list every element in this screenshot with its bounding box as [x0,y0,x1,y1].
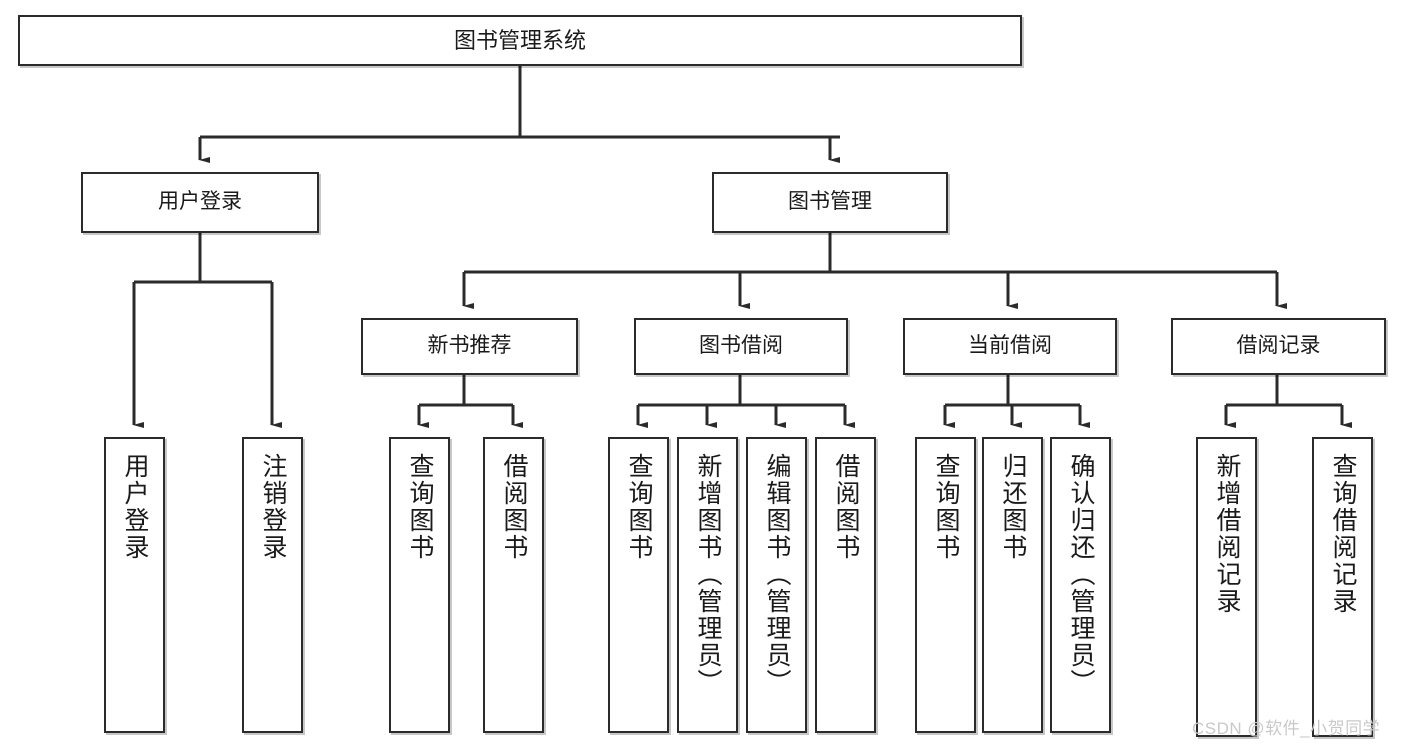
node-label: 图书借阅 [699,334,783,358]
leaf-confirm-return-admin[interactable]: 确认归还（管理员） [1050,437,1111,733]
leaf-add-book-admin[interactable]: 新增图书（管理员） [677,437,738,733]
leaf-add-borrow-record[interactable]: 新增借阅记录 [1196,437,1257,737]
node-label: 用户登录 [121,453,149,561]
leaf-user-login[interactable]: 用户登录 [104,437,165,733]
node-label: 新书推荐 [427,334,512,358]
node-label: 注销登录 [259,453,287,561]
node-current-borrow[interactable]: 当前借阅 [903,318,1117,375]
leaf-borrow-book-recommend[interactable]: 借阅图书 [483,437,544,733]
node-label: 借阅记录 [1236,334,1321,358]
leaf-query-book-current[interactable]: 查询图书 [915,437,976,733]
leaf-edit-book-admin[interactable]: 编辑图书（管理员） [746,437,807,733]
node-label: 借阅图书 [832,453,860,561]
leaf-return-book[interactable]: 归还图书 [982,437,1043,733]
node-label: 新增借阅记录 [1213,453,1241,615]
csdn-watermark: CSDN @软件_小贺同学 [1192,719,1381,738]
node-new-book-recommend[interactable]: 新书推荐 [361,318,578,375]
leaf-query-book-recommend[interactable]: 查询图书 [389,437,450,733]
node-book-borrow[interactable]: 图书借阅 [634,318,848,375]
node-root-book-management-system[interactable]: 图书管理系统 [18,15,1022,66]
node-label: 查询借阅记录 [1329,453,1357,615]
node-label: 查询图书 [406,453,434,561]
node-user-login[interactable]: 用户登录 [81,172,319,233]
node-label: 用户登录 [158,190,242,214]
node-label: 图书管理系统 [453,27,586,53]
node-label: 编辑图书（管理员） [763,453,791,696]
leaf-logout-login[interactable]: 注销登录 [242,437,303,733]
leaf-borrow-book[interactable]: 借阅图书 [815,437,876,733]
node-label: 归还图书 [999,453,1027,561]
leaf-query-book-borrow[interactable]: 查询图书 [608,437,669,733]
node-label: 新增图书（管理员） [694,453,722,696]
node-label: 当前借阅 [968,334,1052,358]
node-book-management[interactable]: 图书管理 [712,172,948,233]
node-label: 确认归还（管理员） [1067,453,1095,696]
node-label: 查询图书 [932,453,960,561]
leaf-query-borrow-record[interactable]: 查询借阅记录 [1312,437,1373,737]
node-label: 图书管理 [788,190,872,214]
node-label: 查询图书 [625,453,653,561]
node-label: 借阅图书 [500,453,528,561]
node-borrow-record[interactable]: 借阅记录 [1171,318,1386,375]
